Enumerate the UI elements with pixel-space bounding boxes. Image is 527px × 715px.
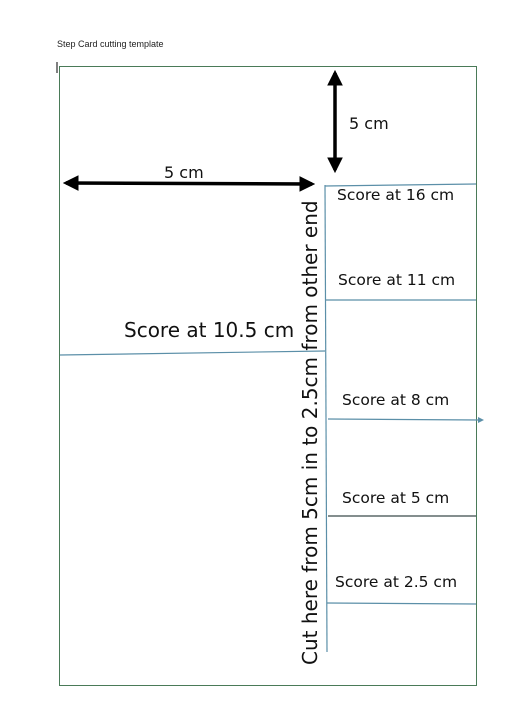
score-label-8: Score at 8 cm [342,391,449,409]
score-line-10-5 [59,350,326,356]
score-line-8-arrow-tip [478,417,484,423]
score-line-16 [324,183,477,187]
horizontal-dimension-label: 5 cm [164,163,204,182]
cut-label: Cut here from 5cm in to 2.5cm from other… [298,200,322,665]
score-line-8 [327,418,481,421]
cut-line [324,184,328,653]
score-line-2-5 [326,602,477,605]
score-label-2-5: Score at 2.5 cm [335,573,457,591]
score-label-5: Score at 5 cm [342,489,449,507]
card-outline [59,66,477,686]
vertical-dimension-label: 5 cm [349,114,389,133]
horizontal-dimension-arrow [62,175,316,192]
score-label-16: Score at 16 cm [337,186,454,204]
score-label-11: Score at 11 cm [338,271,455,289]
page-title: Step Card cutting template [57,39,164,49]
score-label-10-5: Score at 10.5 cm [124,318,294,342]
